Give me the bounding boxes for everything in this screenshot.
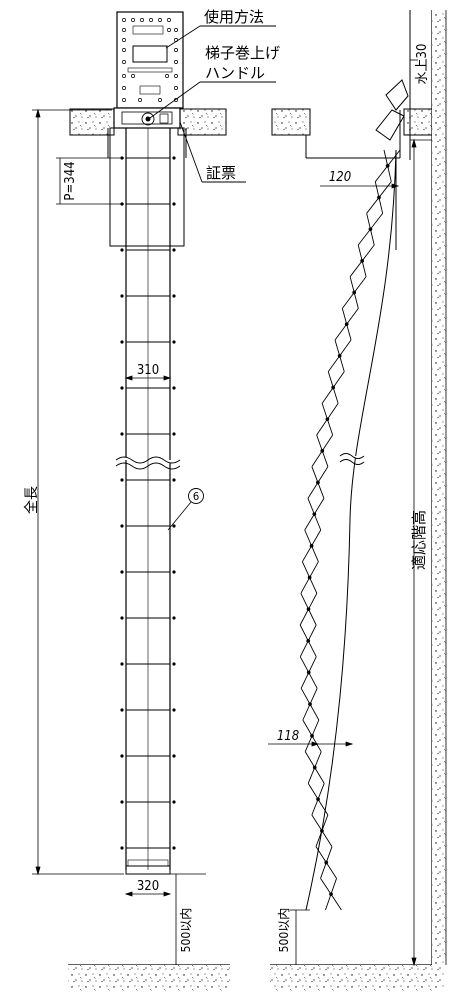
part-callout [167,488,204,531]
rung-pin [172,846,176,850]
rung-pin [172,662,176,666]
rung-pin [172,616,176,620]
floor-slab-left [68,964,230,991]
rung-pin [172,202,176,206]
rung-pin [120,662,124,666]
scissor-pivot [309,543,314,548]
rung-pin [120,294,124,298]
clearance-left-label: 500以内 [179,908,193,953]
water-rise-label: 水上30 [415,44,430,85]
floor-slab-right [270,964,444,991]
safety-rope [305,149,397,911]
rung-pin [120,432,124,436]
scissor-pivot [385,163,390,168]
width-bottom-dimension [124,891,172,897]
width-bottom-label: 320 [137,879,159,894]
offset-top-label: 120 [329,170,351,185]
rung-pin [172,754,176,758]
rung-pin [172,340,176,344]
rung-pin [120,340,124,344]
rung-pin [172,478,176,482]
rung-pin [172,432,176,436]
rung-pin [120,524,124,528]
rung-pin [120,570,124,574]
width-top-dimension [124,375,172,381]
scissor-pivot [307,575,312,580]
scissor-pivot [306,638,311,643]
scissor-pivot [352,290,357,295]
total-length-dimension [32,108,124,876]
pitch-label: P=344 [63,161,78,200]
scissor-pivot [337,353,342,358]
rung-pin [172,386,176,390]
ladder-head [107,107,187,158]
usage-label: 使用方法 [204,8,264,26]
rung-pin [172,708,176,712]
scissor-pivot [344,322,349,327]
storage-case [109,127,185,247]
scissor-pivot [331,385,336,390]
rung-pin [172,294,176,298]
width-top-label: 310 [137,363,159,378]
rung-pin [172,800,176,804]
rung-pin [120,248,124,252]
pitch-dimension [56,157,124,205]
clearance-right-dimension [290,909,310,965]
rung-pin [120,708,124,712]
scissor-pivot [308,702,312,707]
certificate-label: 証票 [206,164,236,182]
scissor-pivot [316,480,320,485]
rung-pin [172,524,176,528]
scissor-pivot [312,512,317,517]
scissor-ladder [299,149,401,911]
ladder-front [115,128,181,875]
part-number: 6 [193,490,199,503]
rung-pin [172,248,176,252]
wall [431,10,447,965]
scissor-pivot [306,670,311,675]
hatch-frame-side [305,10,411,250]
scissor-pivot [368,227,373,232]
rung-pin [172,570,176,574]
rung-pin [120,616,124,620]
rung-pin [120,800,124,804]
rung-pin [120,386,124,390]
instruction-plate [116,11,184,109]
scissor-pivot [320,448,325,453]
scissor-pivot [316,797,320,802]
rung-pin [120,478,124,482]
scissor-pivot [360,258,365,263]
scissor-pivot [306,607,311,612]
total-length-label: 全長 [23,486,40,514]
rung-pin [120,846,124,850]
offset-top-dimension [320,183,400,189]
offset-mid-dimension [268,741,354,747]
ladder-winder-label-2: ハンドル [205,64,265,82]
scissor-pivot [324,860,329,865]
floor-height-dimension [411,138,417,967]
clearance-left-dimension [170,873,206,965]
ladder-winder-label-1: 梯子巻上げ [205,44,280,62]
rung-pin [120,754,124,758]
scissor-pivot [312,765,317,770]
rung-pin [172,156,176,160]
floor-height-label: 適応階高 [410,510,428,570]
clearance-right-label: 500以内 [277,908,291,953]
offset-mid-label: 118 [277,729,299,744]
scissor-pivot [329,892,333,897]
scissor-pivot [310,733,314,738]
scissor-pivot [377,195,381,200]
scissor-pivot [325,417,330,422]
ceiling-slab-right [271,108,433,136]
ladder-rungs [120,156,176,850]
